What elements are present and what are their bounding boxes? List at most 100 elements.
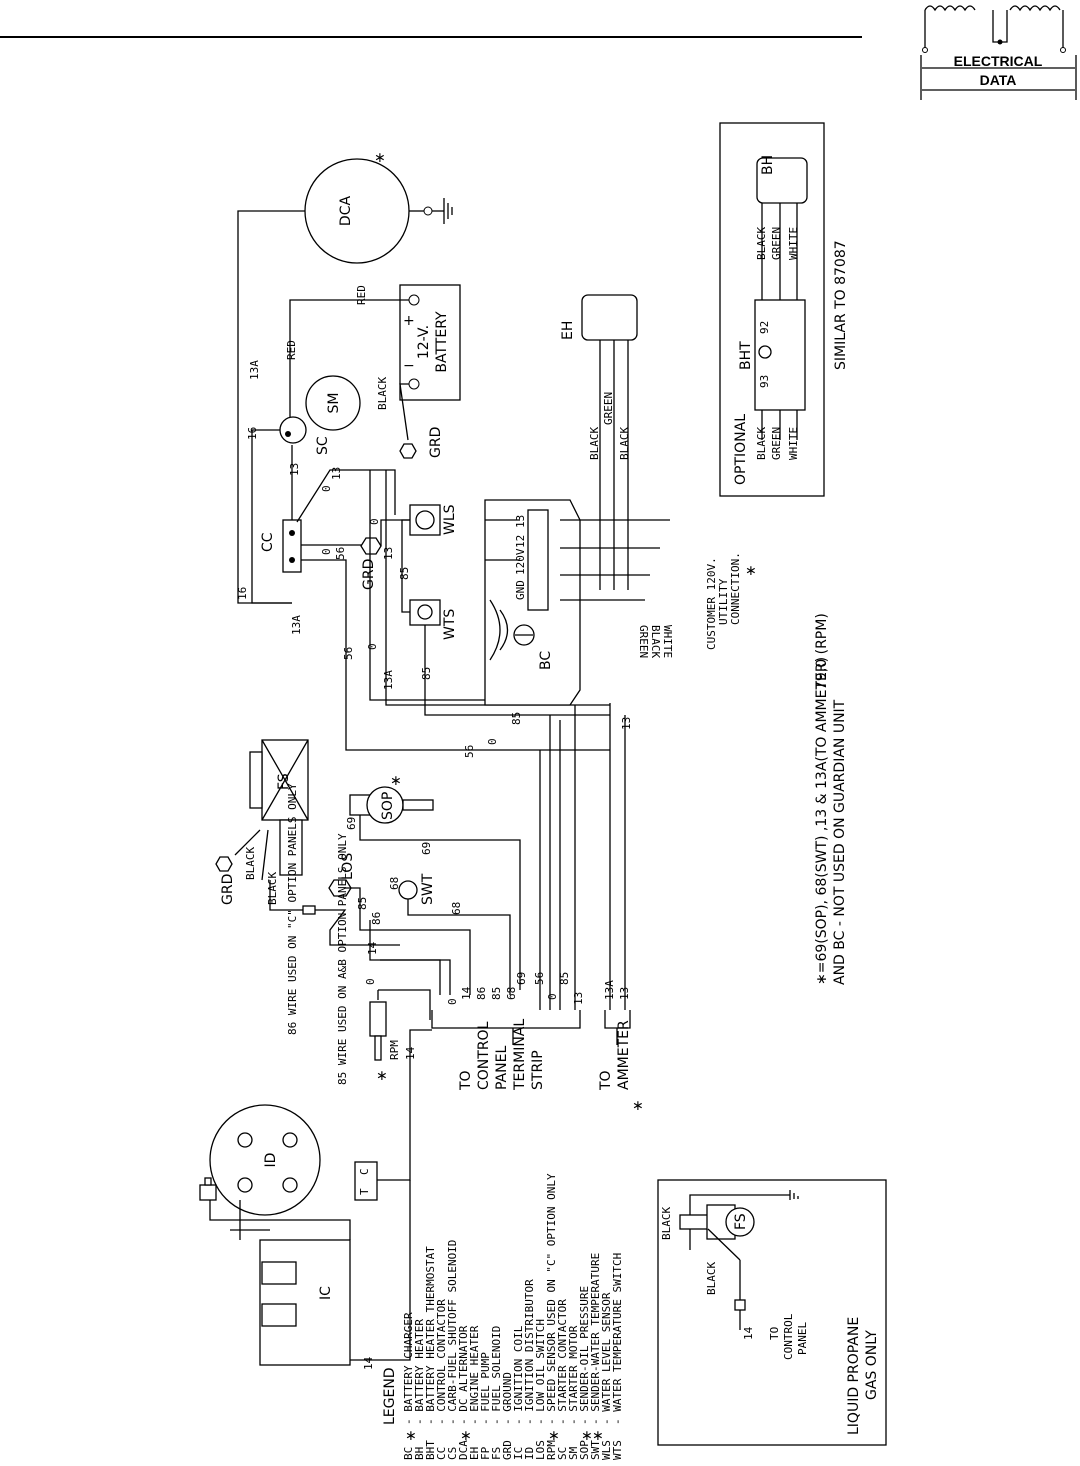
sop-label: SOP (380, 792, 396, 820)
legend-code: DCA (457, 1440, 470, 1460)
legend-code: SWT (589, 1440, 602, 1460)
bht-label: BHT (738, 341, 754, 370)
wire-16-bottom: 16 (236, 587, 249, 600)
legend-desc: - IGNITION DISTRIBUTOR (523, 1279, 536, 1425)
rpm-label: RPM (388, 1040, 401, 1060)
section-title-2: DATA (980, 72, 1017, 88)
to-ammeter-1: TO (598, 1070, 614, 1091)
cust-black: BLACK (649, 625, 662, 658)
section-badge: ELECTRICAL DATA (920, 5, 1077, 100)
bh-black: BLACK (755, 227, 768, 260)
legend-desc: - WATER LEVEL SENSOR (600, 1292, 613, 1425)
bht-92: 92 (758, 321, 771, 334)
legend-star: ∗ (581, 1428, 593, 1444)
wire-black-grd: BLACK (376, 377, 389, 410)
legend-desc: - STARTER CONTACTOR (556, 1299, 569, 1425)
customer-star: ∗ (745, 563, 757, 579)
optional-battery-heater-box: OPTIONAL BLACK GREEN WHITE BHT 93 92 BH … (719, 122, 849, 497)
legend-code: SC (556, 1447, 569, 1460)
battery-12v: 12-V. BATTERY + − (399, 284, 461, 401)
wire-red-2: RED (285, 340, 298, 360)
cust-green: GREEN (637, 625, 650, 658)
to-control-3: PANEL (494, 1046, 510, 1090)
ic-c: C (358, 1168, 371, 1175)
sm-label: SM (326, 393, 342, 414)
ignition-coil: IC T C (259, 1161, 378, 1366)
legend-desc: - LOW OIL SWITCH (534, 1319, 547, 1425)
wire-85-los: 85 (356, 897, 369, 910)
wire-69-mid: 69 (420, 842, 433, 855)
bht-93: 93 (758, 375, 771, 388)
ammeter-star: ∗ (632, 1098, 644, 1114)
wire-85-wts: 85 (420, 667, 433, 680)
wire-56-mid: 56 (342, 647, 355, 660)
wire-68-swt: 68 (388, 877, 401, 890)
legend-code: WTS (611, 1440, 624, 1460)
wire-13-top: 13 (330, 467, 343, 480)
wire-14-ic: 14 (362, 1356, 375, 1370)
los-label: LOS (340, 853, 356, 880)
battery-label-1: 12-V. (416, 325, 432, 359)
wire-13-cc: 13 (288, 463, 301, 476)
ic-label: IC (318, 1286, 334, 1300)
lp-label-2: GAS ONLY (864, 1330, 880, 1400)
legend-code: BH (413, 1447, 426, 1460)
dc-alternator: DCA ∗ (304, 150, 410, 264)
bc-term-13: 13 (514, 515, 527, 528)
to-ammeter-2: AMMETER (616, 1020, 632, 1090)
wire-0-rpm: 0 (364, 978, 377, 985)
fs-black-2: BLACK (266, 872, 279, 905)
fs-black-1: BLACK (244, 847, 257, 880)
grd-label-2: GRD (361, 559, 377, 590)
star-note-2: AND BC - NOT USED ON GUARDIAN UNIT (832, 699, 848, 985)
amm-13: 13 (618, 987, 631, 1000)
eh-label: EH (560, 321, 576, 340)
legend-desc: - GROUND (501, 1372, 514, 1425)
control-contactor: CC (260, 519, 302, 573)
wire-85-wls: 85 (398, 567, 411, 580)
wire-86-rpm: 86 (370, 912, 383, 925)
wire-56-right: 56 (463, 745, 476, 758)
customer-2: UTILITY (717, 578, 730, 625)
swt-label: SWT (420, 873, 436, 905)
note-wire85: 85 WIRE USED ON A&B OPTION PANELS ONLY (336, 833, 349, 1085)
legend-code: EH (468, 1447, 481, 1460)
legend-code: SOP (578, 1440, 591, 1460)
section-title-1: ELECTRICAL (954, 53, 1043, 69)
wire-69-sop: 69 (345, 817, 358, 830)
grd-label-1: GRD (428, 427, 444, 458)
legend-code: WLS (600, 1440, 613, 1460)
dca-label: DCA (338, 196, 354, 227)
lp-fs-label: FS (733, 1213, 749, 1230)
wire-red-1: RED (355, 285, 368, 305)
bh-green: GREEN (770, 227, 783, 260)
wts-label: WTS (442, 609, 458, 640)
legend-desc: - CARB-FUEL SHUTOFF SOLENOID (446, 1240, 459, 1425)
strip-86: 86 (475, 987, 488, 1000)
strip-69: 69 (515, 972, 528, 985)
bh-white: WHITE (787, 227, 800, 260)
water-temperature-switch: WTS (409, 599, 458, 640)
strip-68: 68 (505, 987, 518, 1000)
lp-14: 14 (742, 1326, 755, 1340)
legend-code: CC (435, 1447, 448, 1460)
wire-0-wls: 0 (368, 518, 381, 525)
strip-56: 56 (533, 972, 546, 985)
wire-16-top: 16 (246, 427, 259, 440)
wire-0-right: 0 (486, 738, 499, 745)
ignition-distributor: ID (209, 1104, 321, 1216)
legend-desc: - DC ALTERNATOR (457, 1325, 470, 1425)
note-wire86: 86 WIRE USED ON "C" OPTION PANELS ONLY (286, 783, 299, 1035)
legend-code: IC (512, 1447, 525, 1460)
legend-code: RPM (545, 1440, 558, 1460)
legend-desc: - SENDER-WATER TEMPERATURE (589, 1253, 602, 1425)
wire-56-cc: 56 (334, 547, 347, 560)
bc-term-12: 12 (514, 535, 527, 548)
starter-motor: SM (305, 375, 361, 431)
wire-0-grd: 0 (320, 548, 333, 555)
eh-green: GREEN (602, 392, 615, 425)
starter-contactor: SC (279, 416, 331, 455)
bc-term-120v: 120V (514, 548, 527, 575)
wire-13-mid: 13 (382, 547, 395, 560)
